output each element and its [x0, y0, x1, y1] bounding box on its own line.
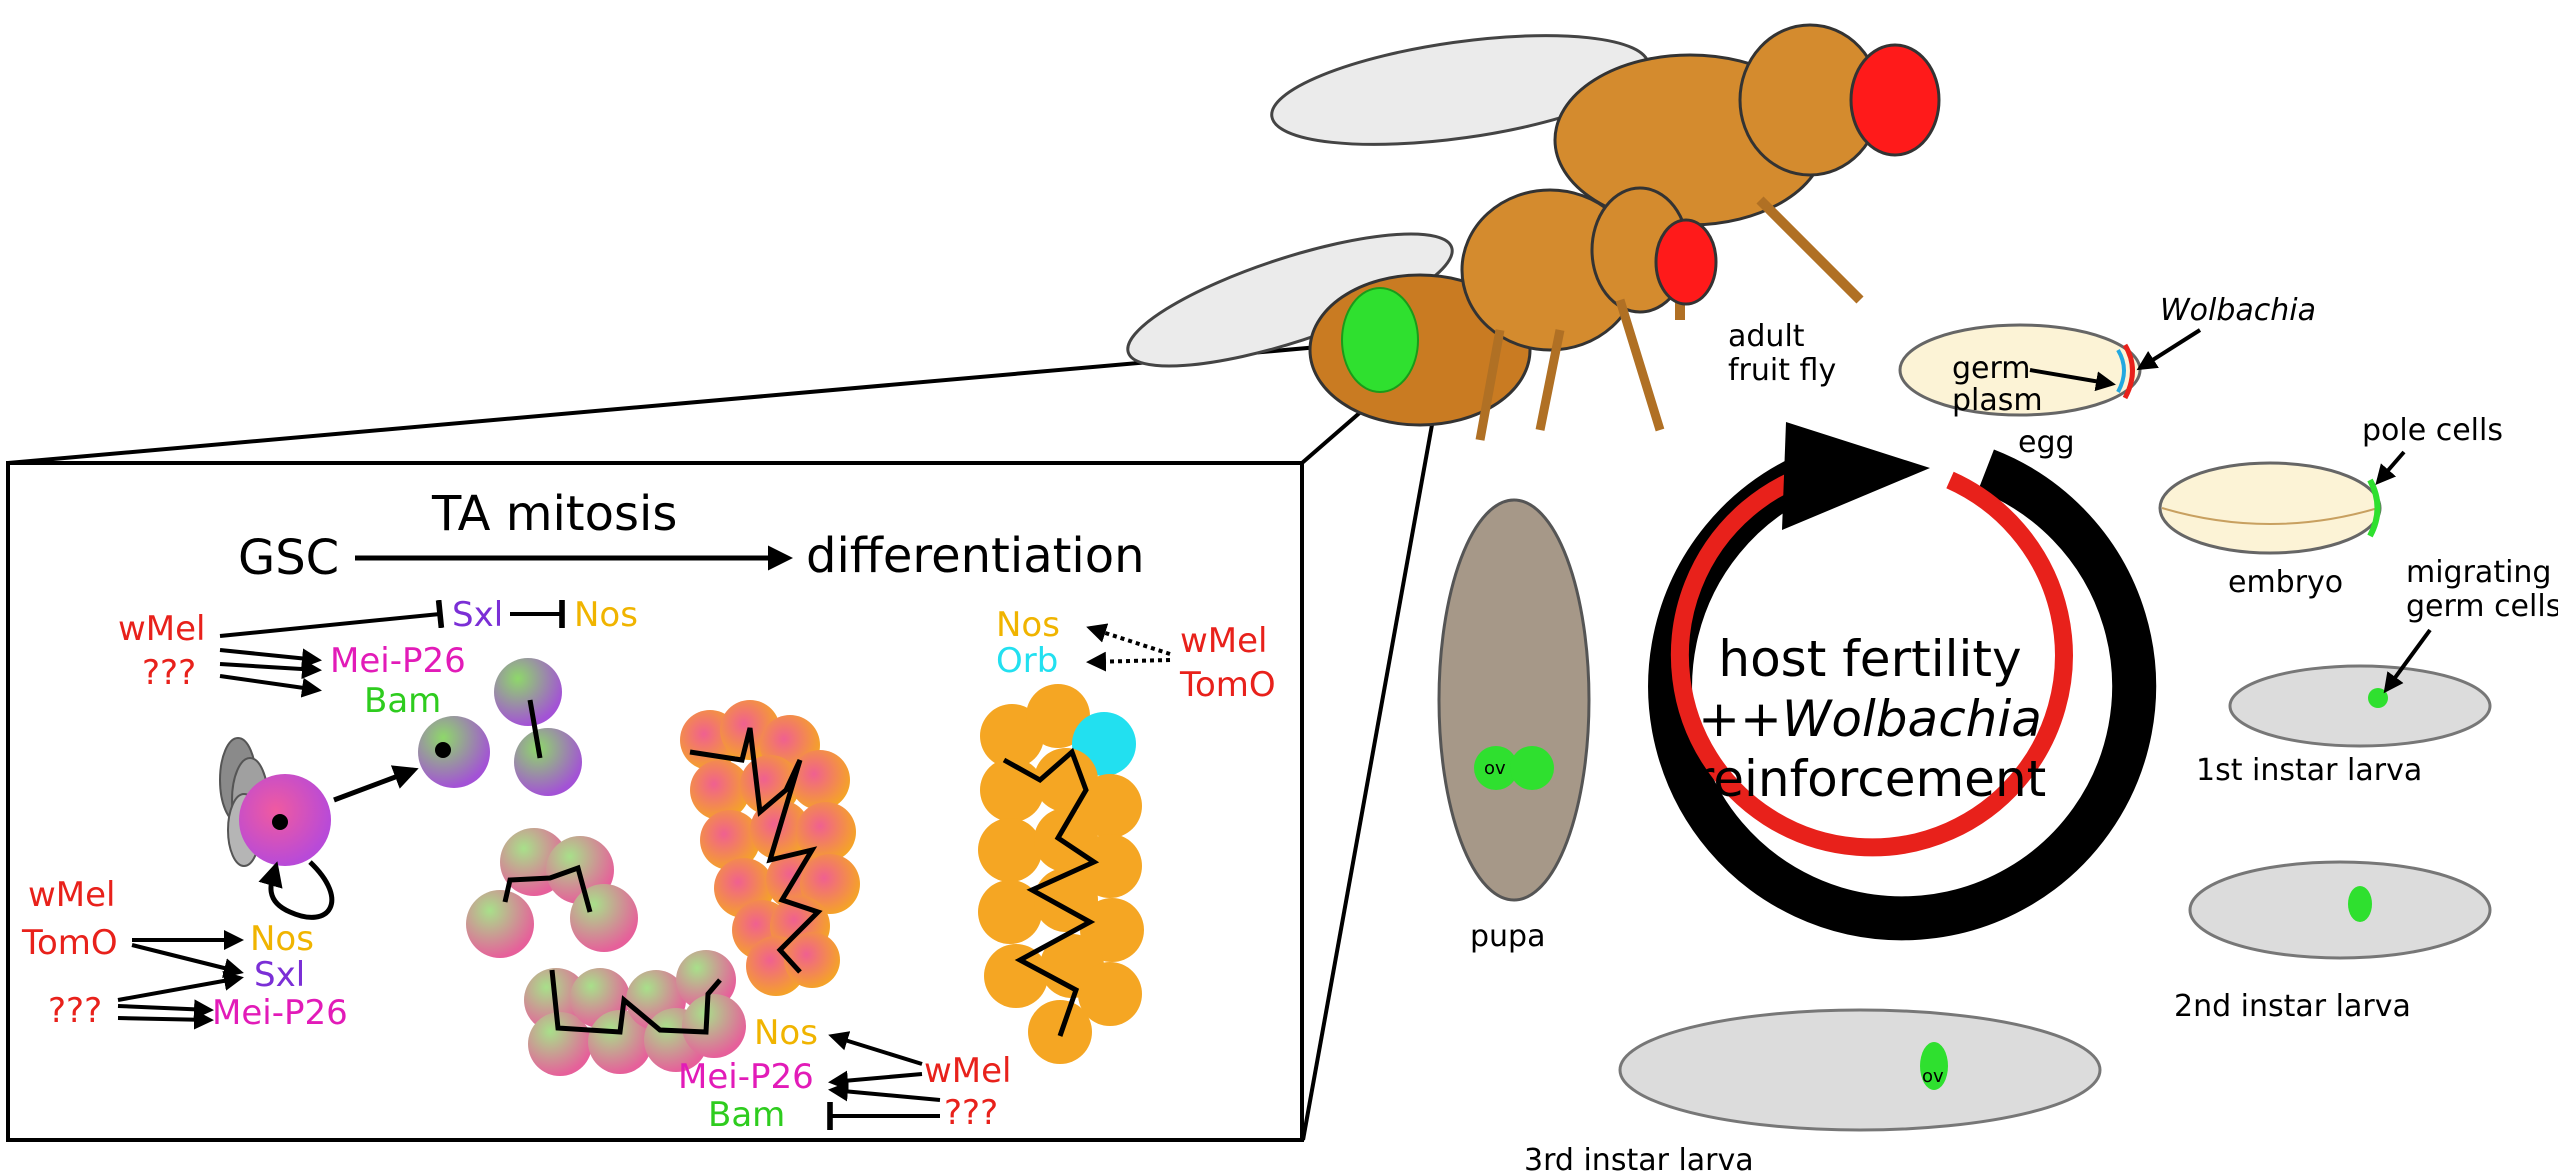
migrating-label-1: migrating	[2406, 555, 2551, 590]
third-instar-ov-label: ov	[1922, 1066, 1944, 1087]
center-label-2-prefix: ++	[1698, 690, 1782, 748]
right-tomo-label: TomO	[1179, 665, 1276, 705]
migrating-label-2: germ cells	[2406, 589, 2558, 624]
wmel-to-nos-dotted-arrow	[1086, 623, 1171, 656]
left-wmel-label: wMel	[28, 875, 116, 915]
bottom-unknown-label: ???	[944, 1093, 998, 1133]
right-wmel-label: wMel	[1180, 621, 1268, 661]
eight-cell-cyst	[524, 950, 746, 1076]
left-sxl-label: Sxl	[254, 955, 305, 995]
gsc-label: GSC	[238, 530, 339, 586]
top-sxl-label: Sxl	[452, 595, 503, 635]
arrow-to-meip26-3	[219, 674, 322, 698]
wmel-to-nos-arrow	[828, 1031, 923, 1066]
right-nos-label: Nos	[996, 605, 1060, 645]
gsc-to-cystoblast-arrow	[333, 765, 419, 803]
left-meip26-label: Mei-P26	[212, 993, 348, 1033]
embryo-label: embryo	[2228, 565, 2343, 600]
top-meip26-label: Mei-P26	[330, 641, 466, 681]
bottom-wmel-label: wMel	[924, 1051, 1012, 1091]
center-label-2-italic: Wolbachia	[1782, 690, 2042, 748]
pupa-label: pupa	[1470, 919, 1545, 954]
third-instar-label: 3rd instar larva	[1524, 1143, 1754, 1176]
ta-mitosis-label: TA mitosis	[431, 486, 677, 542]
pole-cells-arrow	[2375, 450, 2406, 486]
self-renewal-arrow	[258, 860, 335, 920]
four-cell-cyst	[466, 828, 638, 958]
fusome-2cell	[527, 699, 543, 759]
bottom-nos-label: Nos	[754, 1013, 818, 1053]
two-cell-cyst-b	[514, 728, 582, 796]
sixteen-cell-cyst	[680, 700, 860, 996]
differentiation-label: differentiation	[806, 528, 1145, 584]
cystoblast-cell	[418, 716, 490, 788]
wolbachia-label: Wolbachia	[2160, 293, 2316, 328]
left-tomo-label: TomO	[21, 923, 118, 963]
wmel-inhibits-sxl	[219, 599, 445, 638]
pole-cells-label: pole cells	[2362, 413, 2503, 448]
differentiated-cyst	[978, 684, 1144, 1064]
plasm-label: plasm	[1952, 383, 2043, 418]
unknown-to-sxl-arrow	[117, 970, 244, 1002]
tomo-to-sxl-arrow-1	[131, 943, 244, 978]
spectrosome-dot	[272, 814, 288, 830]
first-instar-larva	[2228, 664, 2492, 748]
third-instar-larva	[1618, 1008, 2102, 1132]
top-unknown-label: ???	[142, 653, 196, 693]
embryo	[2158, 461, 2382, 555]
center-label-3: reinforcement	[1694, 750, 2046, 808]
second-instar-label: 2nd instar larva	[2174, 989, 2411, 1024]
arrow-to-meip26-1	[219, 648, 322, 669]
second-instar-larva	[2188, 860, 2492, 960]
germ-plasm-arrow	[2029, 368, 2116, 392]
arrow-to-meip26-2	[219, 659, 322, 680]
life-cycle-ring	[1648, 422, 2157, 941]
migrating-arrow	[2383, 628, 2432, 694]
left-nos-label: Nos	[250, 919, 314, 959]
right-orb-label: Orb	[996, 641, 1058, 681]
unknown-to-meip26-arrow-1	[117, 999, 214, 1020]
fly-front	[1126, 186, 1718, 441]
first-instar-label: 1st instar larva	[2196, 753, 2422, 788]
bottom-bam-label: Bam	[708, 1095, 785, 1135]
adult-fly-label-1: adult	[1728, 319, 1805, 354]
top-bam-label: Bam	[364, 681, 441, 721]
egg	[1898, 323, 2142, 417]
left-unknown-label: ???	[48, 991, 102, 1031]
cystoblast-dot	[435, 742, 451, 758]
bottom-meip26-label: Mei-P26	[678, 1057, 814, 1097]
center-label-2: ++Wolbachia	[1698, 690, 2042, 748]
top-nos-label: Nos	[574, 595, 638, 635]
germ-label: germ	[1952, 351, 2031, 386]
center-label-1: host fertility	[1718, 630, 2021, 688]
fly-ovary-green	[1341, 287, 1419, 393]
wmel-to-orb-dotted-arrow	[1086, 651, 1171, 672]
two-cell-cyst-a	[494, 658, 562, 726]
pupa-ov-label: ov	[1484, 758, 1506, 779]
wolbachia-arrow	[2136, 328, 2202, 371]
top-wmel-label: wMel	[118, 609, 206, 649]
adult-fly-label-2: fruit fly	[1728, 353, 1836, 388]
wmel-to-meip26-arrow	[828, 1070, 923, 1091]
egg-label: egg	[2018, 425, 2075, 460]
unknown-to-meip26-arrow-2	[117, 1009, 214, 1030]
unknown-to-meip26-arrow	[828, 1081, 941, 1102]
pupa	[1437, 498, 1591, 902]
